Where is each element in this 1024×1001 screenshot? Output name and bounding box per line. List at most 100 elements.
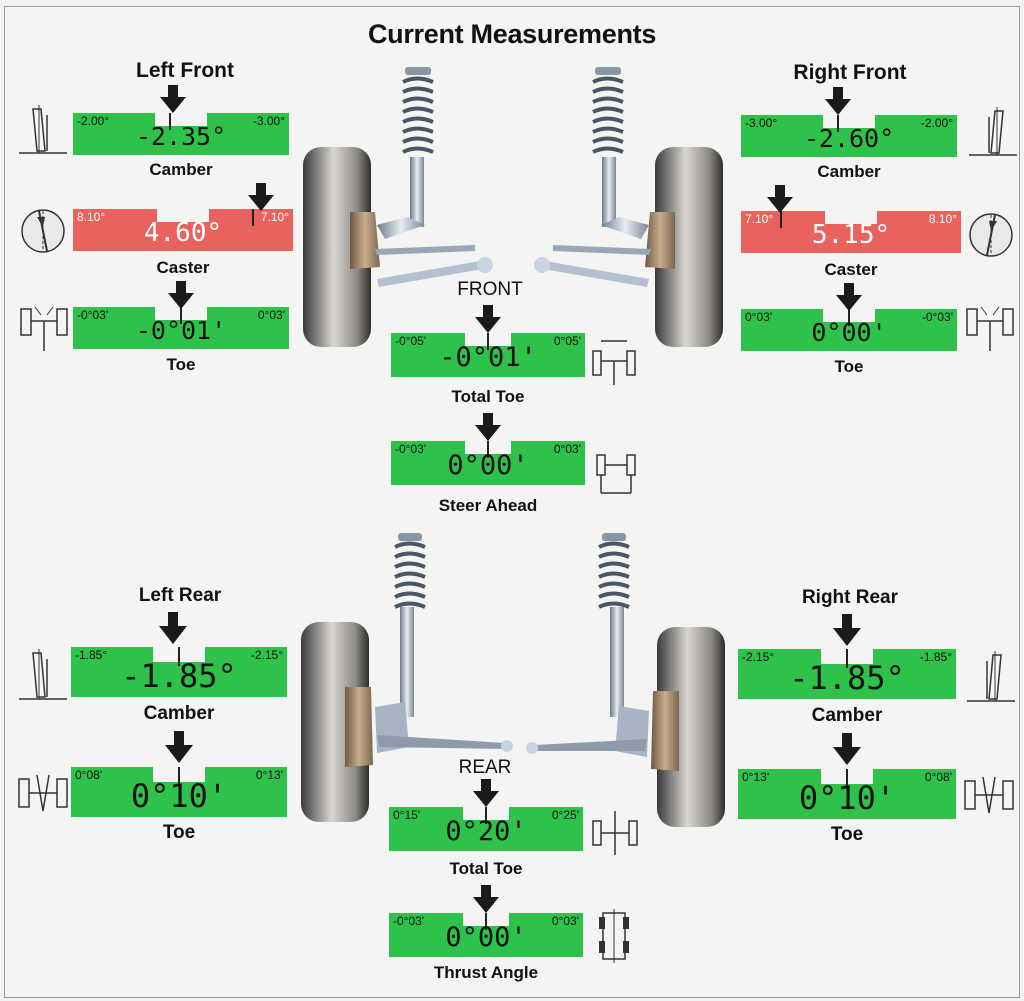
gauge-value: -2.60° [803,124,895,153]
gauge-value: -0°01' [135,316,227,345]
front-total-toe-pointer-icon [475,305,501,333]
right-front-camber-pointer-icon [825,87,851,115]
gauge-pointer-mark [837,115,840,132]
gauge-value: 0°00' [445,922,527,953]
front-left-tire [303,147,371,347]
steer-ahead-pointer-icon [475,413,501,441]
gauge-value: 4.60° [143,218,223,248]
rear-right-tire [657,627,725,827]
left-front-toe-pointer-icon [168,281,194,309]
toe-diagram-icon [18,774,68,812]
thrust-angle-label: Thrust Angle [433,963,539,982]
right-rear-camber-pointer-icon [833,614,861,646]
gauge-min-limit: -0°05' [395,334,427,348]
gauge-min-limit: 0°13' [742,770,770,784]
thrust-angle-gauge: -0°03'0°03'0°00' [389,913,583,957]
right-front-caster-pointer-icon [767,185,793,213]
rear-left-assembly [301,533,513,822]
gauge-pointer-mark [169,113,172,130]
toe-diagram-icon [20,306,68,351]
gauge-pointer-mark [485,913,487,930]
caster-diagram-icon [21,209,65,253]
gauge-pointer-mark [252,209,255,226]
gauge-max-limit: 0°05' [553,334,581,348]
rear-right-spring [598,541,630,609]
front-right-spring [592,76,624,154]
camber-diagram-icon [19,105,67,154]
right-front-heading: Right Front [793,61,907,84]
front-right-assembly [534,67,723,347]
gauge-min-limit: 0°03' [745,310,773,324]
gauge-min-limit: 0°15' [393,808,421,822]
gauge-pointer-mark [848,309,850,326]
gauge-min-limit: -2.00° [77,114,110,128]
gauge-value: 0°00' [447,450,529,481]
right-front-toe-pointer-icon [836,283,862,311]
rear-total-toe-label: Total Toe [449,859,523,878]
right-front-camber-label: Camber [817,162,881,181]
gauge-pointer-mark [180,307,182,324]
gauge-max-limit: -0°03' [921,310,953,324]
gauge-value: 0°10' [798,779,896,817]
camber-diagram-icon [19,649,67,700]
left-front-camber-label: Camber [149,160,213,179]
gauge-value: 0°20' [445,816,527,847]
gauge-value: -1.85° [121,657,237,695]
left-front-toe-label: Toe [166,355,196,374]
gauge-min-limit: -3.00° [745,116,778,130]
rear-left-spring [394,541,426,609]
gauge-min-limit: -0°03' [395,442,427,456]
right-rear-toe-label: Toe [830,824,864,845]
rear-left-tire [301,622,369,822]
front-left-hub [350,212,380,269]
left-front-camber-gauge: -2.00°-3.00°-2.35° [73,113,289,155]
gauge-max-limit: -2.00° [920,116,953,130]
right-front-toe-label: Toe [834,357,864,376]
gauge-min-limit: 8.10° [77,210,106,224]
right-rear-toe-pointer-icon [833,733,861,765]
left-front-caster-label: Caster [156,258,210,277]
gauge-max-limit: 0°25' [551,808,579,822]
gauge-max-limit: 0°08' [924,770,952,784]
left-rear-camber-gauge: -1.85°-2.15°-1.85° [71,647,287,697]
gauge-pointer-mark [846,769,848,788]
gauge-max-limit: 0°03' [551,914,579,928]
gauge-tolerance-notch [824,211,878,224]
rear-total-toe-pointer-icon [473,779,499,807]
total-toe-diagram-icon [592,340,636,385]
caster-diagram-icon [969,213,1013,257]
left-front-caster-gauge: 8.10°7.10°4.60° [73,209,293,251]
gauge-value: 0°10' [130,777,228,815]
gauge-pointer-mark [485,807,487,824]
steer-ahead-diagram-icon [596,454,636,494]
left-rear-toe-gauge: 0°08'0°13'0°10' [71,767,287,817]
gauge-tolerance-notch [156,209,210,222]
thrust-angle-pointer-icon [473,885,499,913]
rear-right-assembly [526,533,725,827]
left-rear-camber-pointer-icon [159,612,187,644]
left-front-toe-gauge: -0°03'0°03'-0°01' [73,307,289,349]
total-toe-diagram-icon [592,811,638,855]
left-rear-toe-label: Toe [162,822,196,843]
front-total-toe-gauge: -0°05'0°05'-0°01' [391,333,585,377]
gauge-tolerance-notch [155,113,207,126]
left-rear-camber-label: Camber [143,703,215,724]
toe-diagram-icon [966,306,1014,351]
front-left-assembly [303,67,493,347]
front-right-tire [655,147,723,347]
right-rear-camber-gauge: -2.15°-1.85°-1.85° [738,649,956,699]
rear-right-brake-drum [651,691,679,771]
gauge-min-limit: -2.15° [742,650,775,664]
front-total-toe-label: Total Toe [451,387,525,406]
gauge-value: 0°00' [811,318,887,347]
suspension-illustration [301,67,725,827]
gauge-pointer-mark [846,649,848,668]
gauge-value: 5.15° [811,220,891,250]
camber-diagram-icon [969,107,1017,156]
left-front-heading: Left Front [136,59,234,82]
camber-diagram-icon [967,651,1015,702]
steer-ahead-label: Steer Ahead [438,496,538,515]
page-title: Current Measurements [367,19,657,49]
gauge-max-limit: -3.00° [252,114,285,128]
right-rear-camber-label: Camber [811,705,883,726]
